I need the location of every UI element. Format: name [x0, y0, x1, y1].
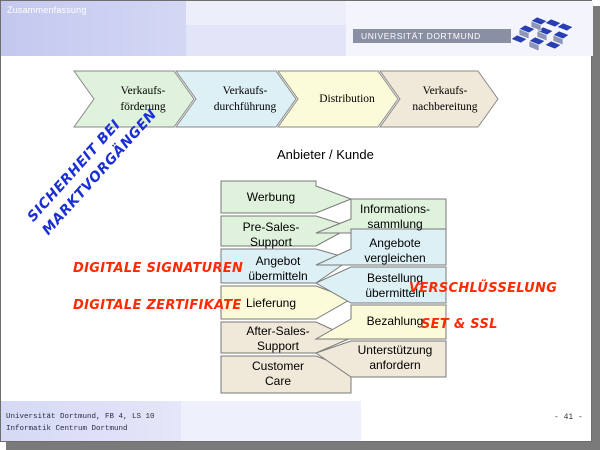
- right-shape-angebote: [315, 228, 447, 266]
- header-bar: Zusammenfassung UNIVERSITÄT DORTMUND: [1, 1, 593, 56]
- left-shape-aftersales: [220, 321, 353, 354]
- diagram-title: Anbieter / Kunde: [277, 147, 374, 162]
- left-shape-angebot: [220, 248, 353, 284]
- chevron-label: Verkaufs- förderung: [120, 85, 166, 113]
- phase-label-bezahlung: Bezahlung: [366, 314, 424, 328]
- phase-label-unterstuetzung: Unterstützung anfordern: [357, 343, 433, 372]
- chevron-distribution: [277, 70, 399, 128]
- phase-label-aftersales: After-Sales- Support: [246, 324, 310, 353]
- chevron-label: Verkaufs- nachbereitung: [412, 85, 478, 113]
- annotation-signaturen: DIGITALE SIGNATUREN: [73, 261, 244, 276]
- university-name: UNIVERSITÄT DORTMUND: [353, 29, 511, 43]
- header-band: [186, 25, 346, 56]
- phase-label-werbung: Werbung: [246, 190, 296, 204]
- left-shape-lieferung: [220, 285, 353, 320]
- page-number: - 41 -: [554, 413, 583, 422]
- chevron-label: Verkaufs- durchführung: [213, 85, 277, 113]
- annotation-verschluesselung: VERSCHLÜSSELUNG: [409, 281, 558, 296]
- chevron-label: Distribution: [319, 93, 375, 105]
- interaction-diagram: [220, 180, 447, 394]
- phase-label-customercare: Customer Care: [251, 359, 304, 388]
- annotation-set-ssl: SET & SSL: [421, 317, 498, 332]
- chevron-verkaufsdurchfuehrung: [175, 70, 297, 128]
- footer-bar: Universität Dortmund, FB 4, LS 10 Inform…: [1, 401, 591, 443]
- chevron-verkaufsfoerderung: [73, 70, 195, 128]
- chevron-verkaufsnachbereitung: [379, 70, 499, 128]
- phase-label-angebote: Angebote vergleichen: [364, 236, 426, 265]
- phase-label-informationssammlung: Informations- sammlung: [359, 202, 431, 231]
- right-shape-bestellung: [314, 266, 447, 304]
- footer-centre: Informatik Centrum Dortmund: [6, 425, 128, 433]
- footer-band: [181, 401, 361, 441]
- phase-label-bestellung: Bestellung übermitteln: [365, 271, 425, 300]
- process-chain: [73, 70, 499, 128]
- footer-band: [1, 401, 181, 441]
- phase-label-presales: Pre-Sales- Support: [242, 220, 300, 249]
- slide: Zusammenfassung UNIVERSITÄT DORTMUND: [0, 0, 593, 443]
- footer-institution: Universität Dortmund, FB 4, LS 10: [6, 413, 155, 421]
- right-shape-unterstuetzung: [314, 340, 447, 378]
- right-shape-bezahlung: [314, 304, 447, 340]
- left-shape-customercare: [220, 355, 352, 394]
- header-band: [186, 1, 346, 25]
- left-shape-presales: [220, 215, 353, 247]
- annotation-zertifikate: DIGITALE ZERTIFIKATE: [73, 298, 242, 313]
- university-logo-icon: [510, 16, 574, 52]
- phase-label-lieferung: Lieferung: [245, 296, 297, 310]
- phase-label-angebot: Angebot übermitteln: [248, 254, 308, 283]
- section-title: Zusammenfassung: [7, 5, 87, 15]
- header-band: [1, 1, 186, 56]
